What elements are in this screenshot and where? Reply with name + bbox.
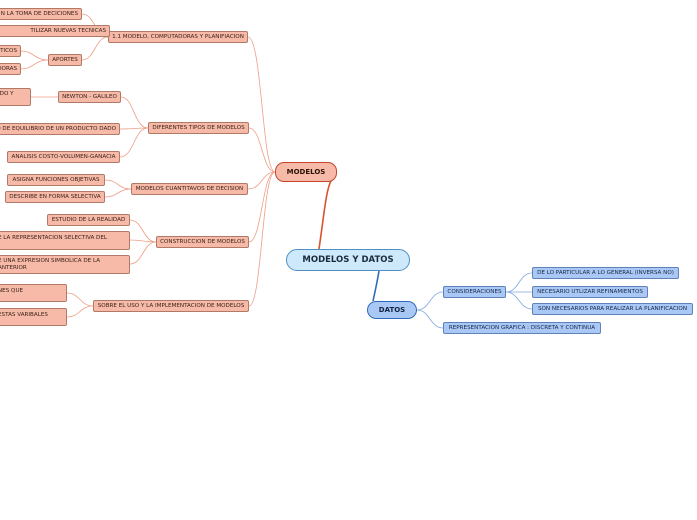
topic-particular-general[interactable]: DE LO PARTICULAR A LO GENERAL (INVERSA N… [532, 267, 679, 279]
topic-newton-galileo[interactable]: NEWTON - GALILEO [58, 91, 121, 103]
datos-topic[interactable]: DATOS [367, 301, 417, 319]
topic-forma-selectiva[interactable]: DESCRIBE EN FORMA SELECTIVA [5, 191, 105, 203]
topic-aportes[interactable]: APORTES [48, 54, 82, 66]
modelos-topic[interactable]: MODELOS [275, 162, 337, 182]
topic-tipos-de-modelos[interactable]: DIFERENTES TIPOS DE MODELOS [148, 122, 249, 134]
topic-equilibrio-producto[interactable]: O DE EQUILIBRIO DE UN PRODUCTO DADO [0, 123, 120, 135]
topic-aportes-doras[interactable]: DORAS [0, 63, 21, 75]
topic-refinamientos[interactable]: NECESARIO UTLIZAR REFINAMIENTOS [532, 286, 648, 298]
topic-funciones-objetivas[interactable]: ASIGNA FUNCIONES OBJETIVAS [7, 174, 105, 186]
topic-consideraciones[interactable]: CONSIDERACIONES [443, 286, 506, 298]
topic-expresion-simbolica[interactable]: E UNA EXPRESION SIMBOLICA DE LA ANTERIOR [0, 255, 130, 274]
topic-estudio-realidad[interactable]: ESTUDIO DE LA REALIDAD [47, 214, 130, 226]
topic-planificacion[interactable]: SON NECESARIOS PARA REALIZAR LA PLANIFIC… [532, 303, 693, 315]
topic-uso-detail-1[interactable]: NES QUE [0, 284, 67, 302]
topic-aportes-ticos[interactable]: TICOS [0, 45, 21, 57]
central-topic[interactable]: MODELOS Y DATOS [286, 249, 410, 271]
topic-uso-implementacion[interactable]: SOBRE EL USO Y LA IMPLEMENTACION DE MODE… [93, 300, 249, 312]
topic-modelos-cuantitativos[interactable]: MODELOS CUANTITAVOS DE DECISION [131, 183, 248, 195]
topic-newton-detail[interactable]: IDO Y [0, 88, 31, 106]
topic-toma-decisiones[interactable]: N LA TOMA DE DECICIONES [0, 8, 82, 20]
topic-uso-detail-2[interactable]: ESTAS VARIBALES [0, 308, 67, 326]
topic-representacion-grafica[interactable]: REPRESENTACION GRAFICA : DISCRETA Y CONT… [443, 322, 601, 334]
topic-construccion-modelos[interactable]: CONSTRUCCION DE MODELOS [156, 236, 249, 248]
topic-modelo-computadoras[interactable]: 1.1 MODELO, COMPUTADORAS Y PLANIFIACION [108, 31, 248, 43]
topic-costo-volumen[interactable]: ANALISIS COSTO-VOLUMEN-GANACIA [7, 151, 120, 163]
topic-nuevas-tecnicas[interactable]: TILIZAR NUEVAS TECNICAS [0, 25, 110, 37]
topic-representacion-selectiva[interactable]: E LA REPRESENTACION SELECTIVA DEL [0, 231, 130, 250]
